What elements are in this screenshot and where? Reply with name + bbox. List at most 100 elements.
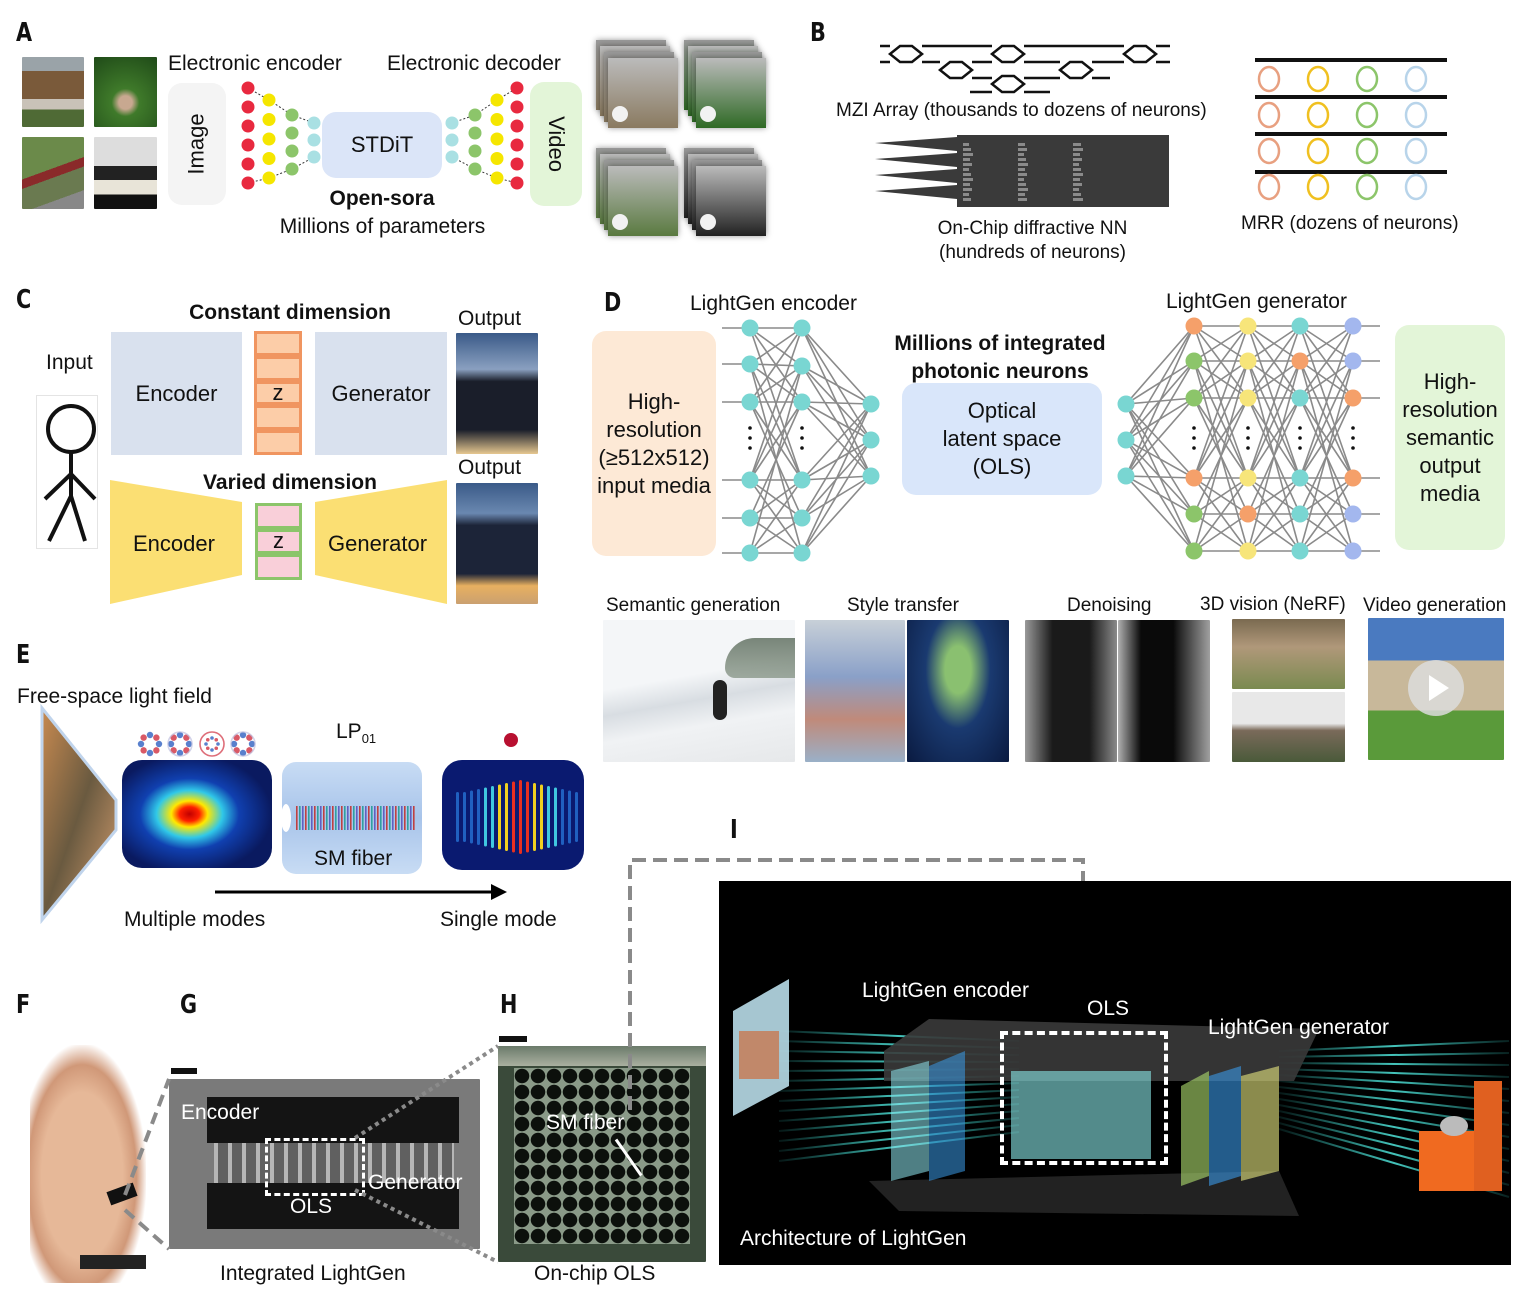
neuron-connection (749, 327, 803, 481)
play-icon (612, 214, 628, 230)
lp-main: LP (336, 720, 362, 743)
photonic-neuron (1185, 469, 1203, 487)
microring-resonator (1355, 65, 1379, 93)
diffractive-layer-element (963, 148, 971, 151)
interference-fringe (568, 790, 571, 844)
ols-line1: Optical (967, 398, 1037, 423)
photonic-neuron (1239, 469, 1257, 487)
photonic-neuron (793, 509, 811, 527)
diffractive-layer-element (1073, 198, 1083, 201)
photonic-neuron (1239, 389, 1257, 407)
neuron-connection (1193, 360, 1249, 479)
neuron-connection (749, 517, 803, 554)
task-label-semantic-generation: Semantic generation (606, 595, 781, 616)
diffractive-layer-element (963, 173, 971, 176)
wristband (80, 1255, 146, 1269)
panel-label-d: D (604, 288, 622, 318)
open-sora-params: Millions of parameters (279, 215, 486, 238)
photonic-neuron (793, 319, 811, 337)
microring-resonator (1306, 173, 1330, 201)
varied-generator-trapezoid (315, 480, 447, 604)
varied-encoder-trapezoid (110, 480, 242, 604)
neuron-connection (801, 475, 872, 554)
network-node (285, 162, 299, 176)
photonic-neuron (1344, 317, 1362, 335)
photonic-neuron (1239, 542, 1257, 560)
ellipsis-dot (800, 426, 804, 430)
photonic-neuron (741, 544, 759, 562)
panel-label-e: E (16, 640, 31, 670)
diffractive-layer-element (1018, 163, 1028, 166)
neuron-connection (749, 365, 803, 403)
neuron-connection (1247, 325, 1301, 479)
neuron-connection (1193, 325, 1249, 479)
dnn-caption-line1: On-Chip diffractive NN (937, 218, 1128, 239)
diffractive-layer-element (1018, 153, 1024, 156)
photonic-neuron (1291, 389, 1309, 407)
neuron-connection (1193, 325, 1249, 362)
input-taper (875, 185, 957, 199)
output-media-line4: output (1419, 452, 1481, 478)
on-chip-ols-photo (498, 1046, 706, 1262)
ellipsis-dot (1246, 446, 1250, 450)
microring-resonator (1355, 137, 1379, 165)
neuron-connection (801, 403, 872, 519)
constant-latent-vector: z (254, 331, 302, 455)
neuron-connection (1299, 513, 1354, 552)
fiber-array-grid (514, 1068, 690, 1244)
microring-resonator (1306, 65, 1330, 93)
output-image-varied (456, 483, 538, 604)
task-label-denoising: Denoising (1067, 595, 1152, 616)
input-taper (875, 169, 957, 183)
diffractive-layer-element (1073, 178, 1080, 181)
network-node (445, 150, 459, 164)
constant-encoder-label: Encoder (135, 380, 218, 406)
neuron-connection (1247, 325, 1301, 362)
neuron-connection (1193, 477, 1249, 552)
output-media-line5: media (1420, 480, 1480, 506)
input-taper (875, 153, 957, 167)
diffractive-chip-body (957, 135, 1169, 207)
latent-cell (254, 430, 302, 455)
photonic-neuron (862, 395, 880, 413)
network-node (490, 113, 504, 126)
neuron-connection (801, 401, 872, 441)
microring-resonator (1306, 137, 1330, 165)
neuron-connection (749, 327, 803, 367)
lp-subscript: 01 (361, 731, 377, 747)
generator-label-g: Generator (368, 1171, 463, 1194)
play-icon (700, 106, 716, 122)
neuron-connection (1125, 325, 1195, 477)
penguin-icon (713, 680, 727, 720)
diffractive-layer-element (1073, 188, 1079, 191)
ellipsis-dot (1192, 426, 1196, 430)
play-icon (612, 106, 628, 122)
architecture-generator-label: LightGen generator (1208, 1016, 1389, 1039)
microring-resonator (1257, 65, 1281, 93)
encoder-layer-1 (891, 1061, 929, 1181)
varied-dimension-title: Varied dimension (203, 471, 377, 494)
input-media-box: High- resolution (≥512x512) input media (592, 331, 716, 556)
ellipsis-dot (1192, 446, 1196, 450)
diffractive-layer-element (963, 188, 972, 191)
interference-fringe (554, 787, 557, 847)
varied-generator-label: Generator (328, 531, 428, 556)
diffractive-layer-element (1018, 168, 1025, 171)
network-node (468, 144, 482, 158)
thumb-red-train-hillside (22, 137, 84, 209)
neuron-connection (1299, 477, 1354, 552)
neuron-connection (1193, 360, 1249, 399)
varied-latent-vector: z (255, 503, 302, 580)
hand-holding-chip-photo (30, 1045, 146, 1283)
neuron-connection (801, 327, 872, 405)
microring-resonator (1355, 101, 1379, 129)
neuron-connection (801, 401, 872, 477)
network-node (262, 152, 276, 165)
photonic-neuron (1117, 467, 1135, 485)
play-button-icon[interactable] (1408, 660, 1464, 716)
input-media-line2: resolution (606, 416, 702, 442)
neuron-connection (1299, 325, 1354, 362)
task-image-manor-video (1368, 618, 1504, 760)
microring-resonator (1404, 65, 1428, 93)
architecture-ols-label: OLS (1087, 997, 1130, 1020)
